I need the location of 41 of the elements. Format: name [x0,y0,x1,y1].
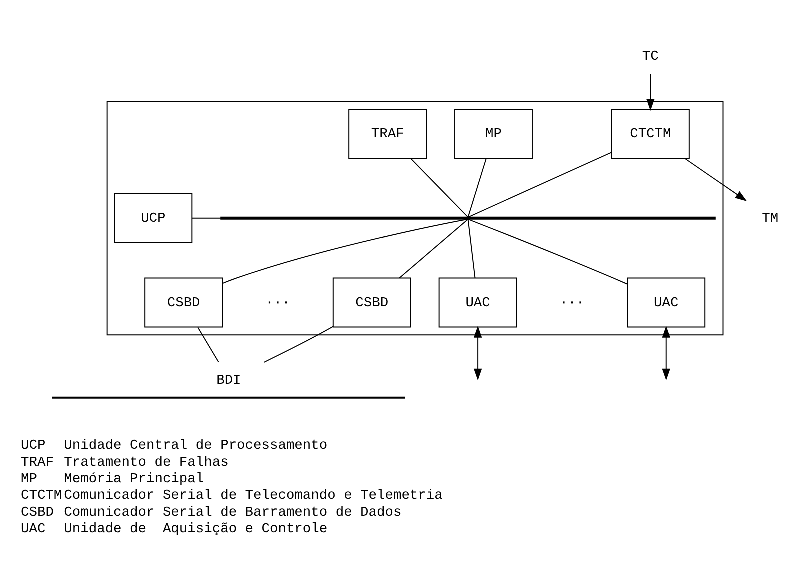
node-box: CSBD [144,278,224,328]
connector [198,327,220,363]
arrow [662,326,670,381]
node-box: TRAF [348,109,428,160]
connector [468,152,612,218]
connector [410,158,469,218]
label: TRAF [21,456,54,471]
connector [468,218,476,279]
node-box: UAC [627,278,706,328]
label: ··· [266,296,290,312]
label: UCP [21,439,46,454]
connector [192,218,222,219]
connector [222,218,469,284]
label: Unidade de Aquisição e Controle [64,522,328,538]
label: CTCTM [21,489,62,504]
arrow [646,74,655,111]
connector [264,326,334,363]
label: UAC [21,522,46,538]
connector [468,158,487,218]
node-box: UCP [114,193,193,244]
label: Memória Principal [64,472,204,488]
cluster [106,101,724,336]
node-box: UAC [438,278,518,328]
connector [468,218,628,285]
label: MP [21,472,38,488]
node-box: MP [454,109,533,160]
label: Tratamento de Falhas [64,456,229,471]
connector [399,218,469,279]
label: Unidade Central de Processamento [64,439,328,454]
arrow [684,158,748,202]
label: ··· [560,296,585,312]
arrow [474,326,482,381]
label: Comunicador Serial de Telecomando e Telemetria [64,489,443,504]
label: Comunicador Serial de Barramento de Dados [64,506,402,521]
node-box: CSBD [332,278,412,328]
node-bar [220,216,716,220]
node-text: TC [642,50,659,66]
label: CSBD [21,506,54,521]
node-box: CTCTM [611,109,690,160]
node-text: BDI [216,374,242,389]
node-text: TM [762,212,779,228]
